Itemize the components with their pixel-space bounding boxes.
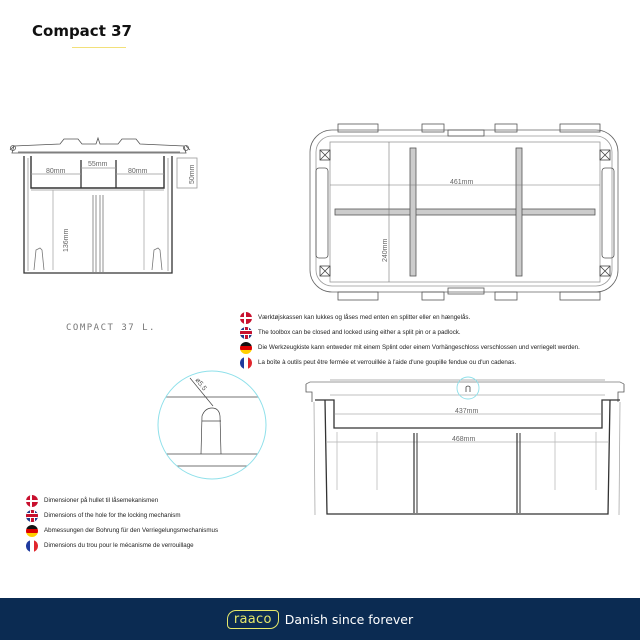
locking-notes: Værktøjskassen kan lukkes og låses med e…	[240, 310, 580, 370]
footer-tagline: Danish since forever	[284, 611, 414, 627]
dim-compartment-left: 80mm	[46, 168, 66, 175]
note-text: Værktøjskassen kan lukkes og låses med e…	[258, 314, 471, 321]
uk-flag-icon	[26, 509, 38, 522]
uk-flag-icon	[240, 326, 252, 339]
note-item-de: Die Werkzeugkiste kann entweder mit eine…	[240, 340, 580, 355]
note-item-fr: La boîte à outils peut être fermée et ve…	[240, 355, 580, 370]
dim-inner-width: 240mm	[382, 238, 389, 262]
note-text: Die Werkzeugkiste kann entweder mit eine…	[258, 344, 580, 351]
model-caption: COMPACT 37 L.	[66, 323, 156, 333]
note-text: The toolbox can be closed and locked usi…	[258, 329, 461, 336]
dim-box-length: 468mm	[452, 436, 476, 443]
note-item-dk: Værktøjskassen kan lukkes og låses med e…	[240, 310, 580, 325]
note-item-fr: Dimensions du trou pour le mécanisme de …	[26, 538, 218, 553]
note-text: La boîte à outils peut être fermée et ve…	[258, 359, 517, 366]
france-flag-icon	[240, 356, 252, 369]
page-title: Compact 37	[32, 22, 132, 40]
germany-flag-icon	[26, 524, 38, 537]
note-item-de: Abmessungen der Bohrung für den Verriege…	[26, 523, 218, 538]
denmark-flag-icon	[240, 311, 252, 324]
note-text: Dimensioner på hullet til låsemekanismen	[44, 497, 159, 504]
dim-tray-depth: 50mm	[189, 164, 196, 184]
note-text: Abmessungen der Bohrung für den Verriege…	[44, 527, 219, 534]
raaco-logo: raaco	[226, 609, 279, 629]
top-view-drawing: 461mm 240mm	[309, 123, 619, 301]
germany-flag-icon	[240, 341, 252, 354]
dim-box-depth: 136mm	[63, 228, 70, 252]
note-item-gb: Dimensions of the hole for the locking m…	[26, 508, 218, 523]
note-text: Dimensions of the hole for the locking m…	[44, 512, 181, 519]
front-view-drawing: 437mm 468mm	[305, 376, 625, 516]
dim-compartment-middle: 55mm	[88, 161, 108, 168]
note-item-dk: Dimensioner på hullet til låsemekanismen	[26, 493, 218, 508]
dim-tray-length: 437mm	[455, 408, 479, 415]
note-text: Dimensions du trou pour le mécanisme de …	[44, 542, 194, 549]
denmark-flag-icon	[26, 494, 38, 507]
note-item-gb: The toolbox can be closed and locked usi…	[240, 325, 580, 340]
footer-banner: raaco Danish since forever	[0, 598, 640, 640]
title-underline	[72, 47, 126, 48]
hole-detail-drawing: ø5.5	[157, 370, 267, 480]
dim-inner-length: 461mm	[450, 179, 474, 186]
hole-notes: Dimensioner på hullet til låsemekanismen…	[26, 493, 218, 553]
dim-compartment-right: 80mm	[128, 168, 148, 175]
side-view-drawing: 80mm 55mm 80mm 50mm 136mm	[9, 136, 198, 274]
france-flag-icon	[26, 539, 38, 552]
